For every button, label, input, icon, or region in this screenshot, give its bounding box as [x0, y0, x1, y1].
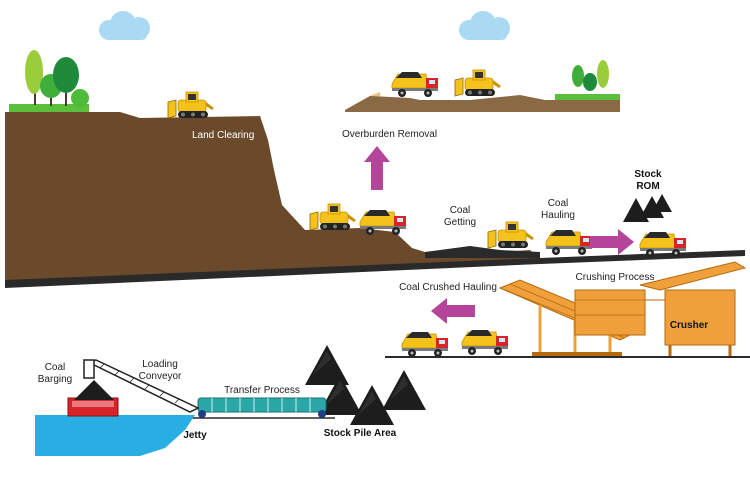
label-stock-rom-1: Stock: [634, 169, 662, 180]
label-coal-getting-1: Coal: [450, 205, 471, 216]
pit-floor-edge: [5, 250, 745, 288]
overburden-dump-area: [345, 60, 620, 112]
label-coal-barging-1: Coal: [45, 362, 66, 373]
arrow-up: [364, 146, 390, 190]
pit-dozer: [309, 203, 357, 231]
label-coal-getting-2: Getting: [444, 217, 476, 228]
crushed-coal-truck-1: [401, 331, 449, 358]
overburden-truck: [391, 71, 439, 98]
coal-barge: [67, 380, 119, 417]
cloud-right: [459, 11, 510, 40]
label-jetty: Jetty: [183, 430, 207, 441]
label-overburden-removal: Overburden Removal: [342, 129, 437, 140]
label-coal-barging-2: Barging: [38, 374, 72, 385]
label-loading-conveyor-2: Conveyor: [139, 371, 182, 382]
label-crusher: Crusher: [670, 320, 708, 331]
label-coal-hauling-1: Coal: [548, 198, 569, 209]
label-loading-conveyor-1: Loading: [142, 359, 178, 370]
label-coal-hauling-2: Hauling: [541, 210, 575, 221]
transfer-conveyor: [190, 397, 335, 419]
crushed-coal-truck-2: [461, 329, 509, 356]
loading-conveyor: [83, 359, 200, 413]
label-transfer-process: Transfer Process: [224, 385, 300, 396]
coal-seam: [425, 246, 540, 258]
arrow-left: [431, 298, 475, 324]
trees-left: [9, 50, 89, 112]
crusher-structure: [498, 261, 747, 358]
land-clearing-dozer: [167, 91, 215, 119]
water: [35, 415, 195, 456]
overburden-dozer: [454, 69, 502, 97]
label-stock-pile-area: Stock Pile Area: [324, 428, 397, 439]
coal-getting-dozer: [487, 221, 535, 249]
hauling-road: [385, 356, 750, 358]
label-coal-crushed-hauling: Coal Crushed Hauling: [399, 282, 497, 293]
label-land-clearing: Land Clearing: [192, 130, 254, 141]
label-crushing-process: Crushing Process: [576, 272, 655, 283]
label-stock-rom-2: ROM: [636, 181, 659, 192]
mining-pit-ground: [5, 112, 540, 282]
stock-rom-piles: [623, 194, 672, 222]
arrow-right: [590, 229, 634, 255]
coal-hauling-truck: [545, 229, 593, 256]
cloud-left: [99, 11, 150, 40]
